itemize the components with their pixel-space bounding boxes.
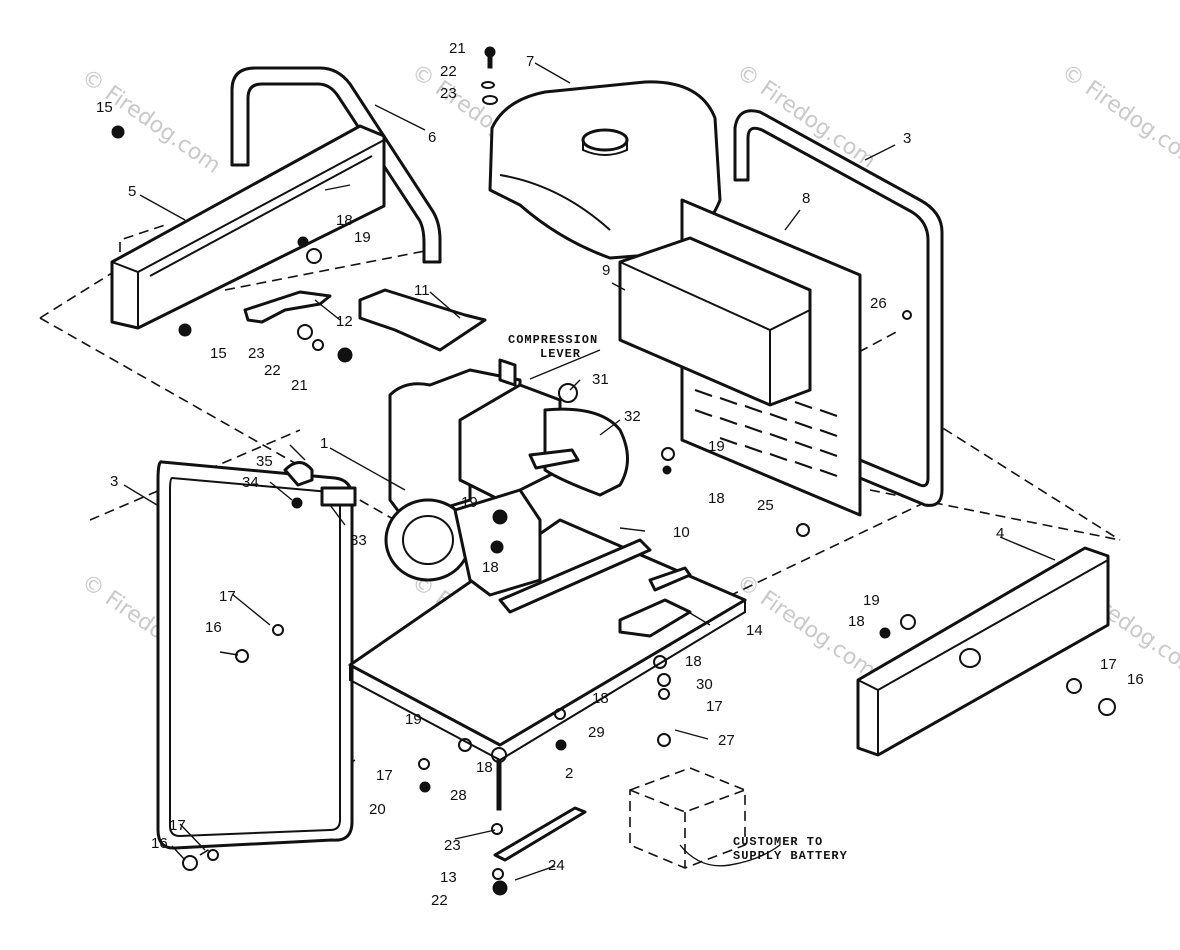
callout-11: 11 [414,282,430,299]
compression-lever-label: COMPRESSION [508,333,598,347]
callout-20: 20 [369,801,386,818]
callout-1: 1 [320,435,328,452]
callout-13: 13 [440,869,457,886]
callout-numbers: 1 2 3 3 4 5 6 7 8 9 10 11 12 13 14 15 15… [96,40,1144,909]
callout-5: 5 [128,183,136,200]
fasteners [111,46,1116,896]
callout-12: 12 [336,313,353,330]
right-frame [733,109,944,507]
fuel-tank [488,80,722,260]
callout-28: 28 [450,787,467,804]
callout-22: 22 [440,63,457,80]
brackets [243,288,692,638]
callout-17: 17 [706,698,723,715]
callout-23: 23 [248,345,265,362]
callout-18: 18 [336,212,353,229]
leader-lines [123,62,1056,881]
callout-4: 4 [996,525,1004,542]
callout-35: 35 [256,453,273,470]
callout-27: 27 [718,732,735,749]
callout-6: 6 [428,129,436,146]
callout-19: 19 [461,494,478,511]
callout-22: 22 [264,362,281,379]
callout-19: 19 [708,438,725,455]
callout-18: 18 [482,559,499,576]
callout-17: 17 [376,767,393,784]
callout-16: 16 [205,619,222,636]
callout-30: 30 [696,676,713,693]
callout-7: 7 [526,53,534,70]
callout-15: 15 [210,345,227,362]
callout-29: 29 [588,724,605,741]
callout-24: 24 [548,857,565,874]
callout-17: 17 [169,817,186,834]
callout-3: 3 [110,473,118,490]
callout-18: 18 [848,613,865,630]
left-side-rail [110,124,386,330]
callout-21: 21 [449,40,466,57]
callout-32: 32 [624,408,641,425]
callout-23: 23 [444,837,461,854]
muffler-box [618,236,812,407]
callout-19: 19 [405,711,422,728]
callout-17: 17 [219,588,236,605]
callout-33: 33 [350,532,367,549]
battery-outline [629,767,781,869]
engine-generator [384,358,629,597]
callout-8: 8 [802,190,810,207]
callout-21: 21 [291,377,308,394]
callout-34: 34 [242,474,259,491]
watermark: © Firedog.com [77,64,225,178]
callout-19: 19 [354,229,371,246]
callout-18: 18 [592,690,609,707]
callout-31: 31 [592,371,609,388]
callout-2: 2 [565,765,573,782]
right-side-rail [856,546,1110,757]
text-labels: COMPRESSION LEVER CUSTOMER TO SUPPLY BAT… [508,333,848,863]
callout-9: 9 [602,262,610,279]
watermark: © Firedog.com [1057,59,1180,173]
callout-23: 23 [440,85,457,102]
callout-16: 16 [151,835,168,852]
compression-lever-label: LEVER [540,347,581,361]
hold-down-bar [493,806,587,862]
callout-18: 18 [685,653,702,670]
callout-18: 18 [476,759,493,776]
lift-handle [230,66,442,264]
callout-10: 10 [673,524,690,541]
callout-25: 25 [757,497,774,514]
battery-note-label: CUSTOMER TO [733,835,823,849]
callout-17: 17 [1100,656,1117,673]
callout-14: 14 [746,622,763,639]
battery-note-label: SUPPLY BATTERY [733,849,848,863]
left-frame [156,460,354,850]
callout-19: 19 [863,592,880,609]
callout-3: 3 [903,130,911,147]
callout-26: 26 [870,295,887,312]
callout-16: 16 [1127,671,1144,688]
callout-15: 15 [96,99,113,116]
callout-18: 18 [708,490,725,507]
callout-22: 22 [431,892,448,909]
